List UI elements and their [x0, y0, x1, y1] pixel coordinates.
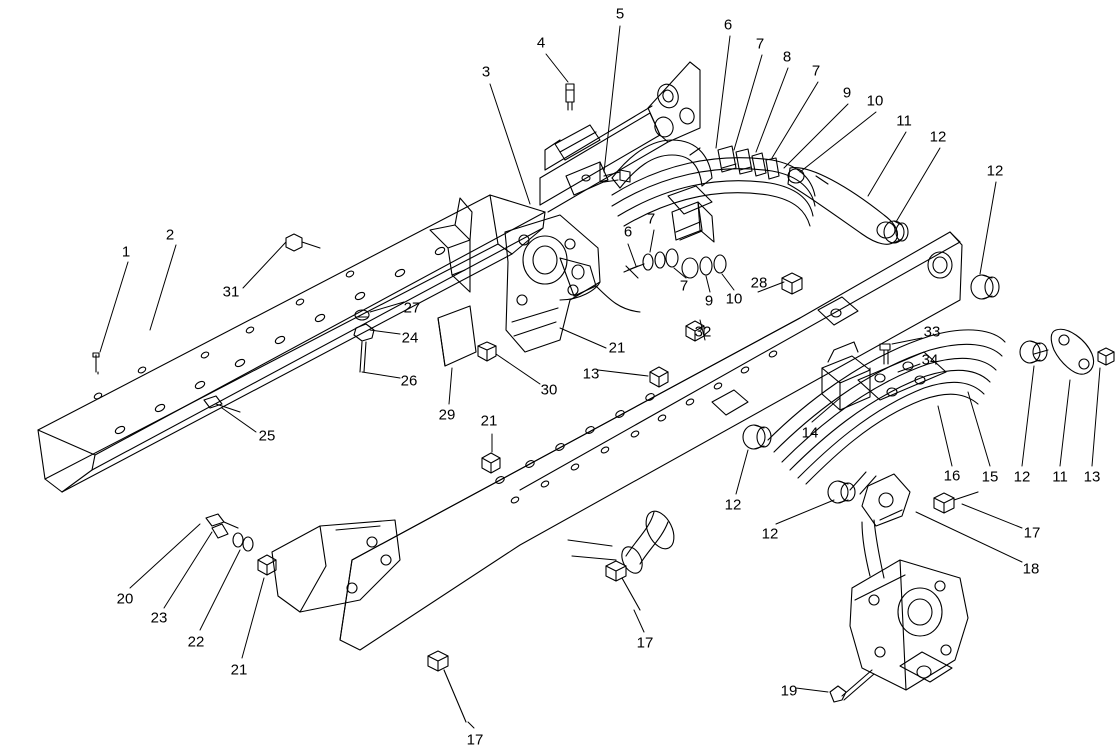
lower-left-hardware [205, 513, 277, 576]
bolt-19 [829, 669, 875, 703]
bushing-12-b [970, 274, 1000, 300]
callout-1: 1 [121, 243, 131, 261]
callout-25: 25 [258, 427, 276, 445]
bolt-17-center [605, 560, 641, 611]
shackle-11-right [1033, 328, 1095, 375]
callout-30: 30 [540, 381, 558, 399]
callout-21c: 21 [230, 661, 248, 679]
left-frame-rail [37, 194, 546, 493]
callout-9b: 9 [704, 292, 714, 310]
callout-28: 28 [750, 274, 768, 292]
callout-7d: 7 [679, 277, 689, 295]
bracket-18 [861, 473, 911, 579]
callout-10b: 10 [725, 290, 743, 308]
callout-13: 13 [582, 365, 600, 383]
nut-21-lower [481, 452, 501, 474]
pin-4 [565, 83, 575, 111]
screw-27 [354, 309, 370, 321]
callout-12c: 12 [1013, 468, 1031, 486]
callout-4: 4 [536, 34, 546, 52]
axle-saddle-center [667, 185, 715, 243]
callout-12b: 12 [986, 162, 1004, 180]
callout-13b: 13 [1083, 468, 1101, 486]
callout-9: 9 [842, 84, 852, 102]
callout-18: 18 [1022, 560, 1040, 578]
nut-13-right [1097, 347, 1115, 366]
front-leaf-spring [611, 157, 816, 227]
callout-8: 8 [782, 48, 792, 66]
callout-26: 26 [400, 372, 418, 390]
spring-clamps [717, 145, 780, 180]
callout-24: 24 [401, 329, 419, 347]
callout-33: 33 [923, 323, 941, 341]
callout-21b: 21 [480, 412, 498, 430]
pin-25 [203, 395, 241, 413]
shackle-arm-11 [787, 167, 899, 245]
callout-11b: 11 [1052, 468, 1068, 486]
frame-head-block [647, 61, 701, 143]
plate-29 [437, 305, 477, 367]
callout-12e: 12 [761, 525, 779, 543]
upper-rail-member [539, 105, 669, 213]
callout-2: 2 [165, 226, 175, 244]
front-axle-bracket [504, 214, 641, 353]
leader-lines [99, 25, 1101, 729]
callout-7b: 7 [811, 62, 821, 80]
curved-cross-tube [611, 139, 713, 189]
bolt-31 [285, 233, 321, 252]
right-frame-rail [339, 231, 963, 651]
bushing-12-c [742, 424, 772, 450]
callout-15: 15 [981, 468, 999, 486]
upper-frame-channel [429, 197, 473, 293]
callout-14: 14 [801, 424, 819, 442]
bolt-33 [879, 343, 891, 365]
callout-20: 20 [116, 590, 134, 608]
rear-leaf-spring [767, 329, 1006, 495]
bolt-30 [477, 341, 497, 362]
hardware-stack-left [623, 248, 727, 279]
spring-seat-plate [857, 351, 947, 401]
bushing-12-a [883, 220, 909, 244]
isolator-block-14 [821, 341, 871, 411]
bolt-24-26 [353, 323, 375, 373]
callout-6: 6 [723, 16, 733, 34]
callout-16: 16 [943, 467, 961, 485]
callout-5: 5 [615, 5, 625, 23]
callout-3: 3 [481, 63, 491, 81]
callout-6b: 6 [623, 223, 633, 241]
nut-13-left [649, 366, 669, 388]
callout-17c: 17 [466, 731, 484, 749]
lower-center-tube [567, 510, 675, 574]
callout-12: 12 [929, 128, 947, 146]
callout-21: 21 [608, 339, 626, 357]
callout-22: 22 [187, 633, 205, 651]
callout-31: 31 [222, 283, 240, 301]
callout-19: 19 [780, 682, 798, 700]
callout-29: 29 [438, 406, 456, 424]
bushing-12-d [827, 480, 856, 504]
callout-32: 32 [694, 323, 712, 341]
lower-rail-end-bracket [271, 519, 401, 613]
callout-10: 10 [866, 92, 884, 110]
callout-12d: 12 [724, 496, 742, 514]
callout-34: 34 [921, 351, 939, 369]
bracket-5 [565, 161, 631, 196]
callout-23: 23 [150, 609, 168, 627]
bolt-17-bottom [427, 650, 467, 723]
callout-7c: 7 [646, 210, 656, 228]
callout-17b: 17 [636, 634, 654, 652]
callout-7: 7 [755, 35, 765, 53]
nut-28 [781, 272, 803, 295]
rear-axle-bracket [849, 559, 969, 691]
callout-17: 17 [1023, 524, 1041, 542]
callout-27: 27 [403, 299, 421, 317]
callout-11: 11 [896, 112, 912, 130]
bolt-17-right [933, 491, 979, 514]
